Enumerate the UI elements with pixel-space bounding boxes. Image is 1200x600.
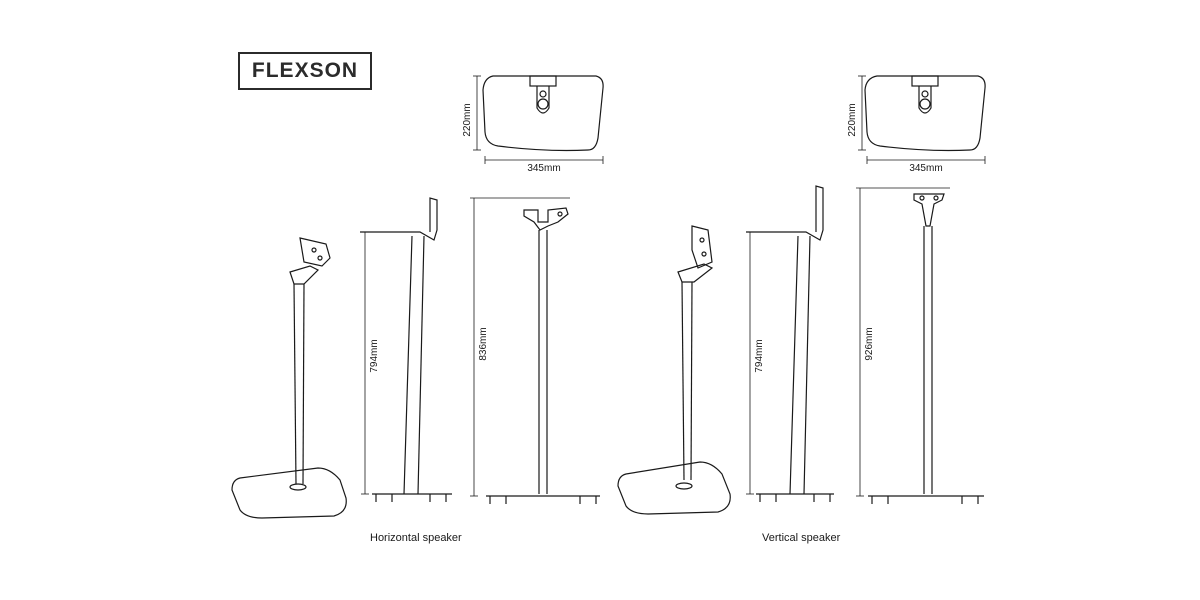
dim-label-horizontal-side-height: 794mm [369,339,380,372]
dim-label-top-left-height: 220mm [462,103,473,136]
horizontal-stand-side [360,197,452,502]
caption-horizontal-speaker: Horizontal speaker [370,532,462,544]
dim-lines-top-right [858,75,986,164]
dim-label-vertical-side-height: 794mm [754,339,765,372]
vertical-stand-front [868,193,984,504]
dim-label-vertical-front-height: 926mm [864,327,875,360]
dim-lines-top-left [473,75,604,164]
brand-logo: FLEXSON [238,52,372,90]
dim-lines-vertical-front [856,187,950,497]
caption-vertical-speaker: Vertical speaker [762,532,841,544]
horizontal-stand-front [486,207,600,504]
dim-lines-vertical-side [746,231,754,495]
horizontal-stand-perspective [231,237,347,519]
dim-label-top-right-width: 345mm [909,163,942,174]
base-plate-top-view-left [482,75,604,152]
dim-lines-horizontal-side [361,231,369,495]
vertical-stand-side [746,185,834,502]
dim-lines-horizontal-front [470,197,570,497]
brand-logo-text: FLEXSON [251,59,359,82]
dim-label-horizontal-front-height: 836mm [478,327,489,360]
base-plate-top-view-right [864,75,986,152]
dim-label-top-left-width: 345mm [527,163,560,174]
dim-label-top-right-height: 220mm [847,103,858,136]
vertical-stand-perspective [617,225,731,515]
